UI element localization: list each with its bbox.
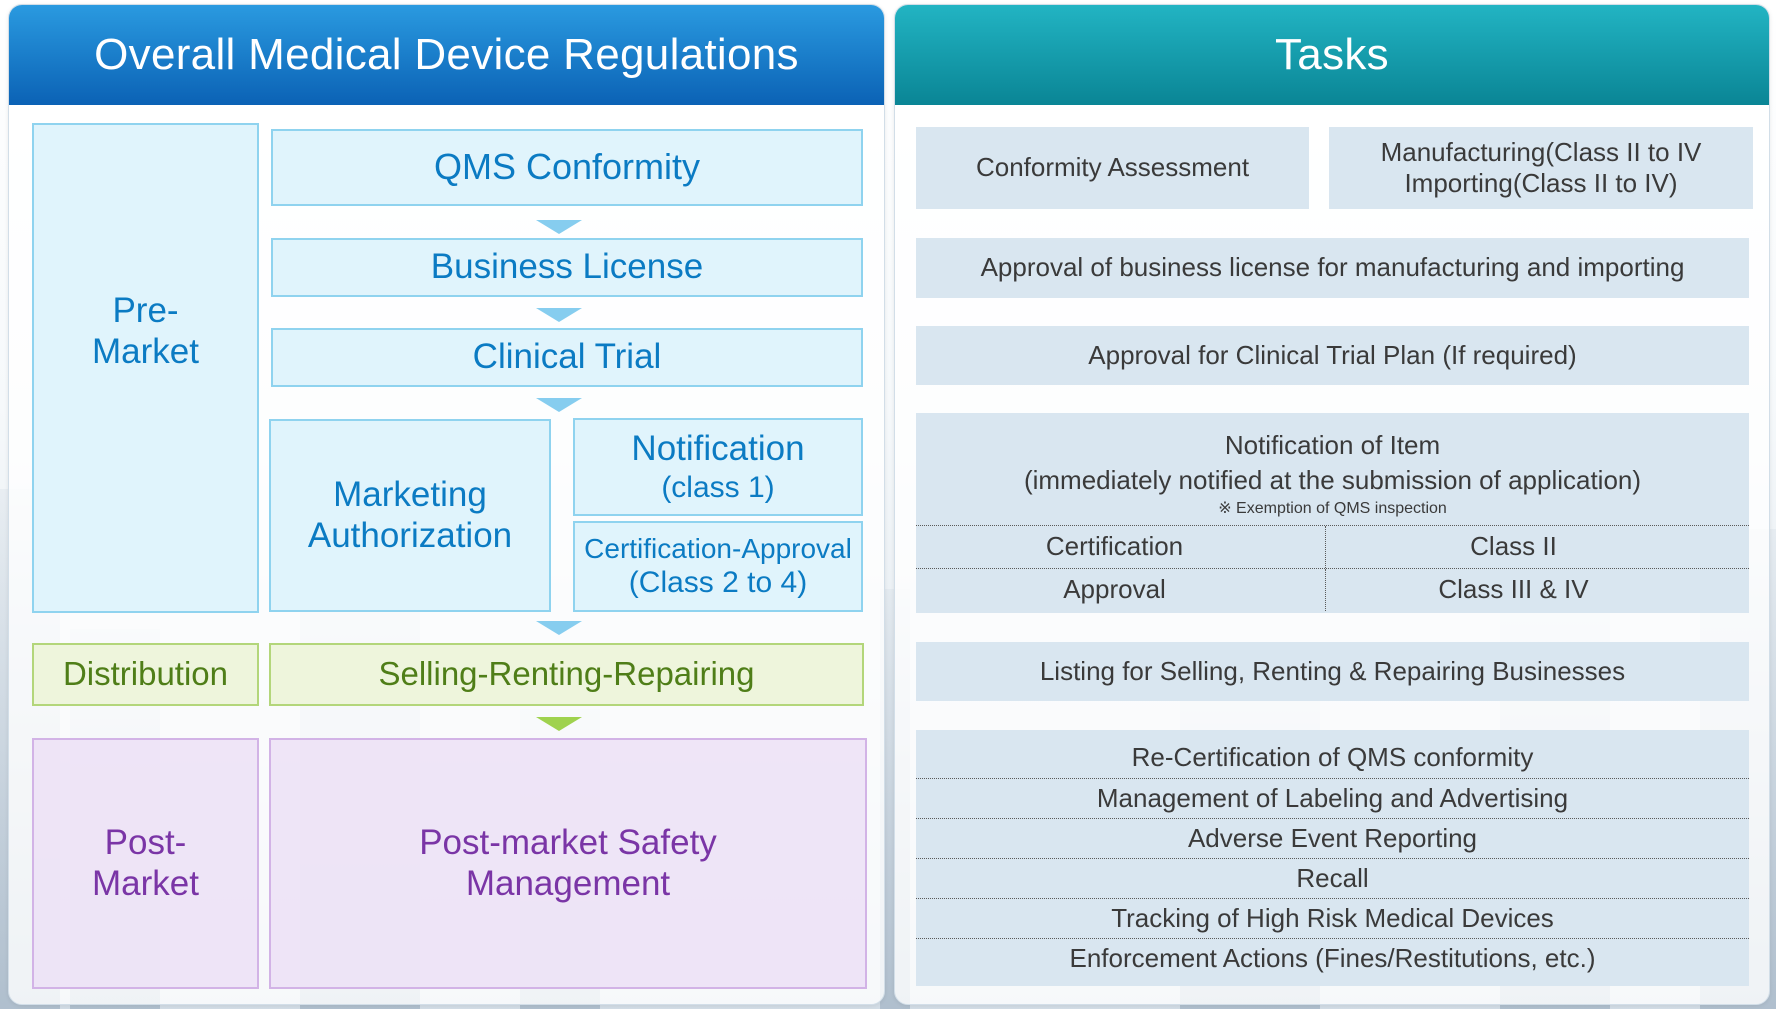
post-market-task-list: Re-Certification of QMS conformity Manag… xyxy=(916,730,1749,986)
post-market-safety-line1: Post-market Safety xyxy=(419,822,717,862)
notification-line1: Notification xyxy=(631,428,805,468)
conformity-assessment-task: Conformity Assessment xyxy=(916,127,1309,209)
table-row: Certification Class II xyxy=(916,525,1749,568)
manufacturing-importing-task: Manufacturing(Class II to IV Importing(C… xyxy=(1329,127,1753,209)
down-arrow-icon xyxy=(536,717,582,731)
notification-line2: (class 1) xyxy=(661,470,775,504)
notification-step: Notification (class 1) xyxy=(573,418,863,516)
table-row: Approval Class III & IV xyxy=(916,568,1749,611)
selling-renting-repairing-label: Selling-Renting-Repairing xyxy=(378,655,755,693)
down-arrow-icon xyxy=(536,220,582,234)
list-item: Tracking of High Risk Medical Devices xyxy=(916,898,1749,938)
importing-line: Importing(Class II to IV) xyxy=(1404,168,1678,198)
notification-of-item-note: (immediately notified at the submission … xyxy=(1023,465,1642,495)
qms-conformity-label: QMS Conformity xyxy=(433,146,701,188)
listing-task: Listing for Selling, Renting & Repairing… xyxy=(916,642,1749,701)
distribution-stage: Distribution xyxy=(32,643,259,706)
device-class-cell: Class III & IV xyxy=(1325,569,1749,611)
notification-of-item-task: Notification of Item (immediately notifi… xyxy=(916,413,1749,613)
business-license-step: Business License xyxy=(271,238,863,297)
down-arrow-icon xyxy=(536,398,582,412)
device-class-cell: Class II xyxy=(1325,526,1749,568)
approval-type-cell: Certification xyxy=(1045,531,1184,562)
selling-renting-repairing-step: Selling-Renting-Repairing xyxy=(269,643,864,706)
down-arrow-icon xyxy=(536,308,582,322)
clinical-trial-label: Clinical Trial xyxy=(472,337,662,377)
clinical-trial-step: Clinical Trial xyxy=(271,328,863,387)
pre-market-label-line2: Market xyxy=(92,331,199,371)
post-market-safety-line2: Management xyxy=(465,863,671,903)
post-market-stage: Post- Market xyxy=(32,738,259,989)
tasks-panel-header: Tasks xyxy=(895,5,1769,105)
clinical-trial-approval-task: Approval for Clinical Trial Plan (If req… xyxy=(916,326,1749,385)
notification-of-item-title: Notification of Item xyxy=(1224,430,1441,460)
marketing-authorization-line2: Authorization xyxy=(307,515,513,555)
qms-exemption-note: ※ Exemption of QMS inspection xyxy=(1218,500,1447,517)
list-item: Enforcement Actions (Fines/Restitutions,… xyxy=(916,938,1749,978)
marketing-authorization-line1: Marketing xyxy=(333,474,487,514)
listing-label: Listing for Selling, Renting & Repairing… xyxy=(1039,655,1626,686)
tasks-panel: Tasks Conformity Assessment Manufacturin… xyxy=(894,4,1770,1005)
regulations-panel: Overall Medical Device Regulations Pre- … xyxy=(8,4,885,1005)
clinical-trial-approval-label: Approval for Clinical Trial Plan (If req… xyxy=(1088,339,1577,370)
marketing-authorization-step: Marketing Authorization xyxy=(269,419,551,612)
business-license-label: Business License xyxy=(430,247,704,287)
down-arrow-icon xyxy=(536,621,582,635)
list-item: Recall xyxy=(916,858,1749,898)
regulations-title: Overall Medical Device Regulations xyxy=(94,30,799,79)
distribution-label: Distribution xyxy=(62,655,229,693)
pre-market-label-line1: Pre- xyxy=(112,291,179,330)
manufacturing-line: Manufacturing(Class II to IV xyxy=(1380,136,1702,167)
post-market-safety-step: Post-market Safety Management xyxy=(269,738,867,989)
list-item: Re-Certification of QMS conformity xyxy=(1131,742,1534,773)
pre-market-stage: Pre- Market xyxy=(32,123,259,613)
certification-approval-step: Certification-Approval (Class 2 to 4) xyxy=(573,521,863,612)
tasks-title: Tasks xyxy=(1275,30,1389,79)
post-market-label-line2: Market xyxy=(92,863,199,903)
approval-type-cell: Approval xyxy=(1063,574,1166,605)
conformity-assessment-label: Conformity Assessment xyxy=(975,152,1250,183)
business-license-approval-label: Approval of business license for manufac… xyxy=(980,252,1685,283)
list-item: Adverse Event Reporting xyxy=(916,818,1749,858)
qms-conformity-step: QMS Conformity xyxy=(271,129,863,206)
business-license-approval-task: Approval of business license for manufac… xyxy=(916,238,1749,298)
notification-of-item-header: Notification of Item (immediately notifi… xyxy=(916,413,1749,525)
certification-approval-line2: (Class 2 to 4) xyxy=(628,566,808,600)
list-item: Management of Labeling and Advertising xyxy=(916,778,1749,818)
regulations-panel-header: Overall Medical Device Regulations xyxy=(9,5,884,105)
certification-approval-line1: Certification-Approval xyxy=(584,532,852,564)
post-market-label-line1: Post- xyxy=(104,822,187,862)
